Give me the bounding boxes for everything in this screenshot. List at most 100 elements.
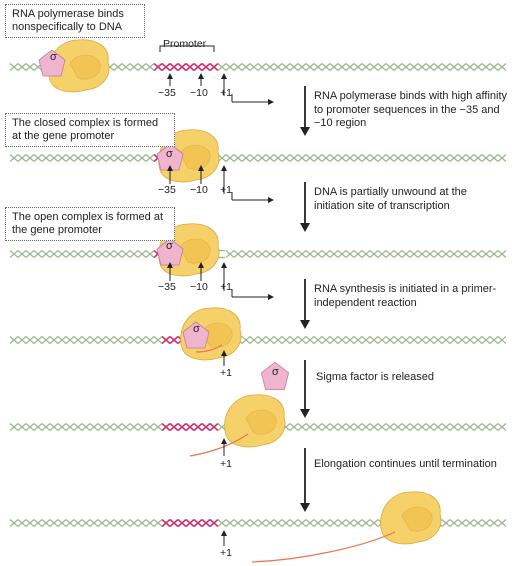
dna-row6-strand-b (241, 519, 251, 527)
dna-row1-strand-b (193, 62, 203, 72)
dna-row4-strand-b (281, 336, 291, 344)
dna-row1-strand-b (313, 63, 323, 71)
step-sigma-released: Sigma factor is released (316, 371, 434, 383)
dna-row4-strand-b (241, 336, 251, 344)
dna-row1-strand-b (185, 62, 195, 72)
dna-row2-strand-b (297, 154, 307, 162)
dna-row6-strand-b (201, 518, 211, 528)
dna-row3-strand-b (337, 250, 347, 258)
dna-row2-strand-b (473, 154, 483, 162)
dna-row1-strand-b (393, 63, 403, 71)
dna-row4-strand-b (161, 335, 171, 345)
dna-row5-strand-b (409, 423, 419, 431)
dna-row5-strand-b (201, 422, 211, 432)
dna-row5-strand-b (449, 423, 459, 431)
dna-row4-strand-b (305, 336, 315, 344)
pos-minus35-r2: −35 (158, 184, 176, 196)
dna-row3-strand-b (73, 250, 83, 258)
sigma-label-2: σ (166, 148, 173, 160)
dna-row2-strand-b (113, 154, 123, 162)
dna-row1-strand-b (177, 62, 187, 72)
dna-row5-strand-b (329, 423, 339, 431)
dna-row6-strand-b (257, 519, 267, 527)
dna-row5-strand-b (113, 423, 123, 431)
dna-row1-strand-b (321, 63, 331, 71)
dna-row3-strand-b (353, 250, 363, 258)
dna-row1-strand-b (473, 63, 483, 71)
dna-row5-strand-b (137, 423, 147, 431)
dna-row6-strand-b (49, 519, 59, 527)
dna-row5-strand-b (473, 423, 483, 431)
dna-row2-strand-b (49, 154, 59, 162)
dna-row3-strand-b (113, 250, 123, 258)
dna-row1-strand-b (489, 63, 499, 71)
dna-row4-strand-b (465, 336, 475, 344)
dna-row2-strand-b (353, 154, 363, 162)
dna-row1-strand-b (273, 63, 283, 71)
dna-row4-strand-b (249, 336, 259, 344)
dna-row6-strand-b (329, 519, 339, 527)
dna-row2-strand-b (305, 154, 315, 162)
dna-row3-strand-b (41, 250, 51, 258)
dna-row4-strand-b (297, 336, 307, 344)
dna-row6-strand-b (105, 519, 115, 527)
dna-row4-strand-b (49, 336, 59, 344)
polymerase-row6-lobe (401, 506, 433, 532)
dna-row3-strand-b (65, 250, 75, 258)
dna-row3-strand-b (313, 250, 323, 258)
dna-row3-strand-b (233, 250, 243, 258)
dna-row5-strand-b (385, 423, 395, 431)
dna-row1-strand-b (425, 63, 435, 71)
dna-row3-strand-b (377, 250, 387, 258)
dna-row4-strand-b (153, 336, 163, 344)
dna-row6-strand-b (233, 519, 243, 527)
pos-minus10-r3: −10 (190, 281, 208, 293)
dna-row5-strand-b (393, 423, 403, 431)
dna-row4-strand-b (345, 336, 355, 344)
dna-row1-strand-b (457, 63, 467, 71)
dna-row5-strand-b (297, 423, 307, 431)
arrow-m10-r1-head (198, 73, 204, 79)
dna-row4-strand-b (353, 336, 363, 344)
dna-row4-strand-b (97, 336, 107, 344)
dna-row5-strand-b (25, 423, 35, 431)
dna-row6-strand-b (193, 518, 203, 528)
dna-row6-strand-b (305, 519, 315, 527)
dna-row5-strand-b (377, 423, 387, 431)
dna-row6-strand-b (273, 519, 283, 527)
dna-row5-strand-b (97, 423, 107, 431)
dna-row5-strand-b (305, 423, 315, 431)
step-arrow-4-head (300, 409, 310, 418)
dna-row2-strand-b (433, 154, 443, 162)
pos-plus1-r5: +1 (220, 458, 232, 470)
dna-row4-strand-b (105, 336, 115, 344)
dna-row3-strand-b (329, 250, 339, 258)
dna-row2-strand-b (65, 154, 75, 162)
dna-row6-strand-b (169, 518, 179, 528)
dna-row1-strand-b (361, 63, 371, 71)
dna-row3-strand-b (425, 250, 435, 258)
dna-row5-strand-b (441, 423, 451, 431)
dna-row1-strand-b (137, 63, 147, 71)
dna-row5-strand-b (73, 423, 83, 431)
pos-plus1-r2: +1 (220, 184, 232, 196)
dna-row3-strand-b (265, 250, 275, 258)
dna-row6-strand-b (57, 519, 67, 527)
sigma-label-3: σ (166, 240, 173, 252)
pos-minus10-r2: −10 (190, 184, 208, 196)
dna-row1-strand-b (25, 63, 35, 71)
dna-row1-strand-b (113, 63, 123, 71)
dna-row5-strand-b (345, 423, 355, 431)
arrow-p1-r6-head (221, 530, 227, 536)
dna-row2-strand-b (97, 154, 107, 162)
dna-row5-strand-b (417, 423, 427, 431)
dna-row4-strand-b (393, 336, 403, 344)
dna-row5-strand-b (153, 423, 163, 431)
dna-row1-strand-b (433, 63, 443, 71)
arrow-p1-r2-up-head (221, 165, 227, 171)
dna-row1-strand-b (377, 63, 387, 71)
dna-row2-strand-b (425, 154, 435, 162)
dna-row3-strand-b (97, 250, 107, 258)
dna-row4-strand-b (257, 336, 267, 344)
arrow-p1-r1-up-head (221, 73, 227, 79)
